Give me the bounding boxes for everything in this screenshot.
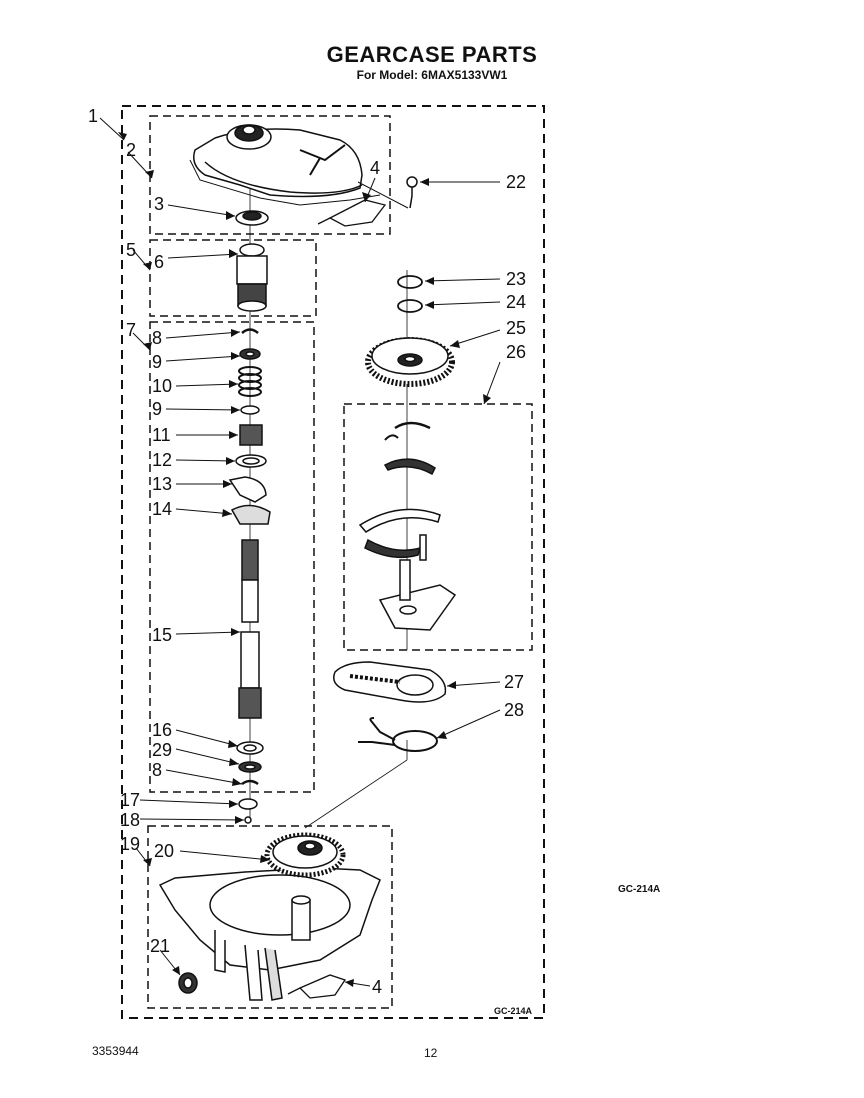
cover-seal	[235, 210, 269, 226]
pinion-gear	[236, 243, 268, 312]
callout-15: 15	[152, 625, 172, 645]
callout-7: 7	[126, 320, 136, 340]
gearcase-base	[158, 832, 381, 1001]
callout-16: 16	[152, 720, 172, 740]
callout-1: 1	[88, 106, 98, 126]
callout-6: 6	[154, 252, 164, 272]
agitate-shaft	[238, 539, 262, 719]
grease-tube-top	[317, 199, 387, 227]
page-title: GEARCASE PARTS	[326, 42, 538, 67]
shaft-stack	[228, 328, 271, 525]
drive-gear	[365, 337, 455, 387]
callout-13: 13	[152, 474, 172, 494]
callout-21: 21	[150, 936, 170, 956]
model-subtitle: For Model: 6MAX5133VW1	[356, 68, 508, 82]
callout-29: 29	[152, 740, 172, 760]
callout-22: 22	[506, 172, 526, 192]
figure-code-side: GC-214A	[618, 884, 661, 895]
callout-10: 10	[152, 376, 172, 396]
lower-washers	[236, 741, 264, 824]
callout-25: 25	[506, 318, 526, 338]
base-bushing	[178, 972, 198, 994]
callout-5: 5	[126, 240, 136, 260]
pinion-group-box	[149, 239, 317, 317]
base-group-box	[147, 825, 393, 1009]
callout-9-lower: 9	[152, 399, 162, 419]
callout-labels: 1 2 3 4 5 6 7 8 9 10 9 11 12 13 14 15 16…	[88, 106, 526, 997]
callout-19: 19	[120, 834, 140, 854]
clutch-group-box	[343, 403, 533, 651]
screw	[406, 176, 418, 209]
shift-spring	[358, 717, 438, 752]
right-washers	[397, 275, 423, 313]
document-number: 3353944	[92, 1044, 139, 1058]
callout-20: 20	[154, 841, 174, 861]
clutch-assembly	[358, 421, 457, 631]
callout-17: 17	[120, 790, 140, 810]
callout-26: 26	[506, 342, 526, 362]
shift-lever	[333, 661, 447, 703]
callout-3: 3	[154, 194, 164, 214]
assembly-outline	[121, 105, 545, 1019]
gearcase-cover	[189, 124, 381, 206]
callout-8-lower: 8	[152, 760, 162, 780]
callout-4-top: 4	[370, 158, 380, 178]
callout-24: 24	[506, 292, 526, 312]
figure-code-box: GC-214A	[494, 1006, 533, 1016]
callout-11: 11	[152, 425, 171, 445]
page-number: 12	[424, 1046, 438, 1060]
callout-23: 23	[506, 269, 526, 289]
callout-14: 14	[152, 499, 172, 519]
callout-18: 18	[120, 810, 140, 830]
callout-2: 2	[126, 140, 136, 160]
shaft-group-box	[149, 321, 315, 793]
callout-9-top: 9	[152, 352, 162, 372]
callout-27: 27	[504, 672, 524, 692]
grease-tube-bottom	[287, 974, 347, 999]
callout-4-bottom: 4	[372, 977, 382, 997]
callout-8-top: 8	[152, 328, 162, 348]
callout-28: 28	[504, 700, 524, 720]
callout-12: 12	[152, 450, 172, 470]
